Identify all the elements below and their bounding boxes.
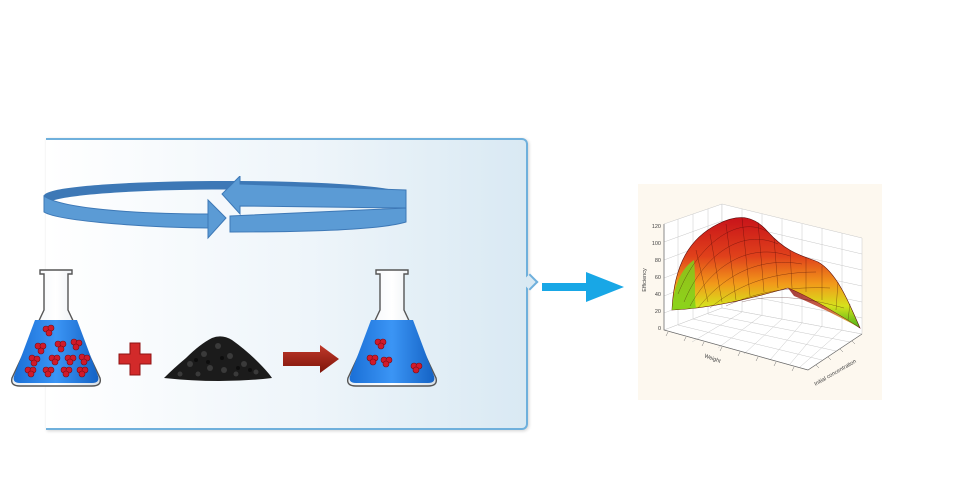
z-tick: 60 [655,275,661,281]
z-axis-label: Efficiency [642,268,648,292]
z-tick: 40 [655,292,661,298]
surface-plot-canvas: 120 100 80 60 40 20 0 Efficiency Weight … [642,203,863,388]
x-axis-label: Initial concentration [813,359,857,388]
surface-mesh [671,217,861,329]
z-tick: 0 [658,326,661,332]
molecule-cluster [366,338,423,374]
xy-axis-ticks [665,331,856,372]
z-tick: 80 [655,258,661,264]
flow-arrow-icon [542,272,624,302]
y-axis-label: Weight [703,353,721,365]
circular-arrows-icon [43,176,407,240]
flask-with-pollutant [10,269,102,387]
plot-axes [663,224,863,371]
right-arrow-icon [283,345,339,373]
z-tick: 120 [652,224,661,230]
surface-plot: 120 100 80 60 40 20 0 Efficiency Weight … [638,184,882,400]
z-tick: 100 [652,241,661,247]
z-tick: 20 [655,309,661,315]
molecule-cluster [24,324,91,378]
flask-treated [346,269,438,387]
z-axis-ticks: 120 100 80 60 40 20 0 [652,224,661,332]
carbon-pile-icon [164,336,272,381]
plus-icon [118,342,152,376]
